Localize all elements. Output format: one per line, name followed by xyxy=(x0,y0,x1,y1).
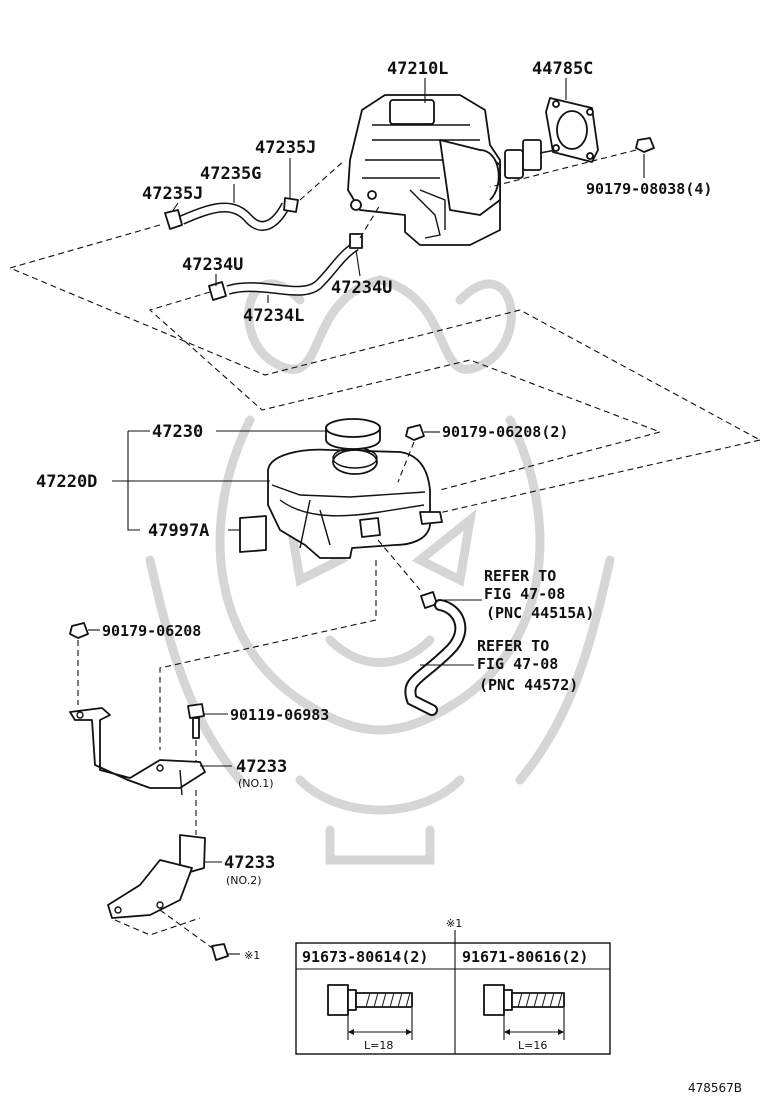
label-90179-06208: 90179-06208 xyxy=(102,622,201,640)
label-90119-06983: 90119-06983 xyxy=(230,706,329,724)
label-x1-table: ※1 xyxy=(446,917,462,930)
refer-hose-clip xyxy=(377,539,438,609)
hose-47234l xyxy=(208,233,363,301)
label-44785c: 44785C xyxy=(532,59,593,79)
nut-90179-06208 xyxy=(69,622,89,705)
label-47997a: 47997A xyxy=(148,521,209,541)
refer2-line1: REFER TO xyxy=(477,637,549,655)
dash-tank-to-bracket xyxy=(159,560,377,750)
refer2-line3: (PNC 44572) xyxy=(479,676,578,694)
refer1-line3: (PNC 44515A) xyxy=(486,604,594,622)
bracket-47233-no2 xyxy=(107,834,206,936)
bolt-col2-length: L=16 xyxy=(518,1039,547,1052)
label-47234u-left: 47234U xyxy=(182,255,243,275)
hose-47235g xyxy=(164,197,299,231)
bracket-47233-no1 xyxy=(69,707,206,796)
leader-lines xyxy=(88,78,645,955)
label-47233-no2-sub: (NO.2) xyxy=(226,874,262,887)
bolt-91673-80614: L=18 xyxy=(327,984,413,1052)
dash-47234u-right xyxy=(359,204,381,239)
refer2-line2: FIG 47-08 xyxy=(477,655,558,673)
dash-loop-inner xyxy=(148,291,662,491)
refer1-line2: FIG 47-08 xyxy=(484,585,565,603)
bolt-x1 xyxy=(159,909,229,961)
refer-labels: REFER TO FIG 47-08 (PNC 44515A) REFER TO… xyxy=(477,567,594,694)
label-47220d: 47220D xyxy=(36,472,97,492)
refer-hose-44572 xyxy=(404,599,467,716)
bolt-col1-length: L=18 xyxy=(364,1039,393,1052)
label-90179-08038: 90179-08038(4) xyxy=(586,180,712,198)
label-47210l: 47210L xyxy=(387,59,448,79)
bolt-90119-06983 xyxy=(187,703,205,770)
figure-id: 478567B xyxy=(688,1081,742,1095)
label-47230: 47230 xyxy=(152,422,203,442)
label-47234u-right: 47234U xyxy=(331,278,392,298)
bolt-91671-80616: L=16 xyxy=(483,984,565,1052)
label-47997a xyxy=(239,515,267,553)
part-labels: 47210L 44785C 47235J 47235G 47235J 90179… xyxy=(36,59,712,962)
reservoir-tank xyxy=(267,447,443,559)
nut-90179-06208-2 xyxy=(397,424,425,483)
bolt-table: 91673-80614(2) 91671-80616(2) L=18 L=16 xyxy=(295,942,611,1055)
label-47233-no2: 47233 xyxy=(224,853,275,873)
dash-47235j-top xyxy=(299,159,346,201)
bolt-col1-header: 91673-80614(2) xyxy=(302,948,428,966)
label-90179-06208-2: 90179-06208(2) xyxy=(442,423,568,441)
dash-loop-outer xyxy=(8,224,760,441)
label-x1-bolt: ※1 xyxy=(244,949,260,962)
bolt-col2-header: 91671-80616(2) xyxy=(462,948,588,966)
label-47234l: 47234L xyxy=(243,306,304,326)
dash-loop-return xyxy=(429,439,760,516)
label-47233-no1-sub: (NO.1) xyxy=(238,777,274,790)
brake-booster-assembly xyxy=(347,94,557,246)
reservoir-cap-47230 xyxy=(325,418,381,450)
refer1-line1: REFER TO xyxy=(484,567,556,585)
nut-90179-08038 xyxy=(489,137,655,188)
label-47235g: 47235G xyxy=(200,164,261,184)
label-47235j-top: 47235J xyxy=(255,138,316,158)
label-47235j-left: 47235J xyxy=(142,184,203,204)
gasket-44785c xyxy=(545,97,599,163)
label-47233-no1: 47233 xyxy=(236,757,287,777)
